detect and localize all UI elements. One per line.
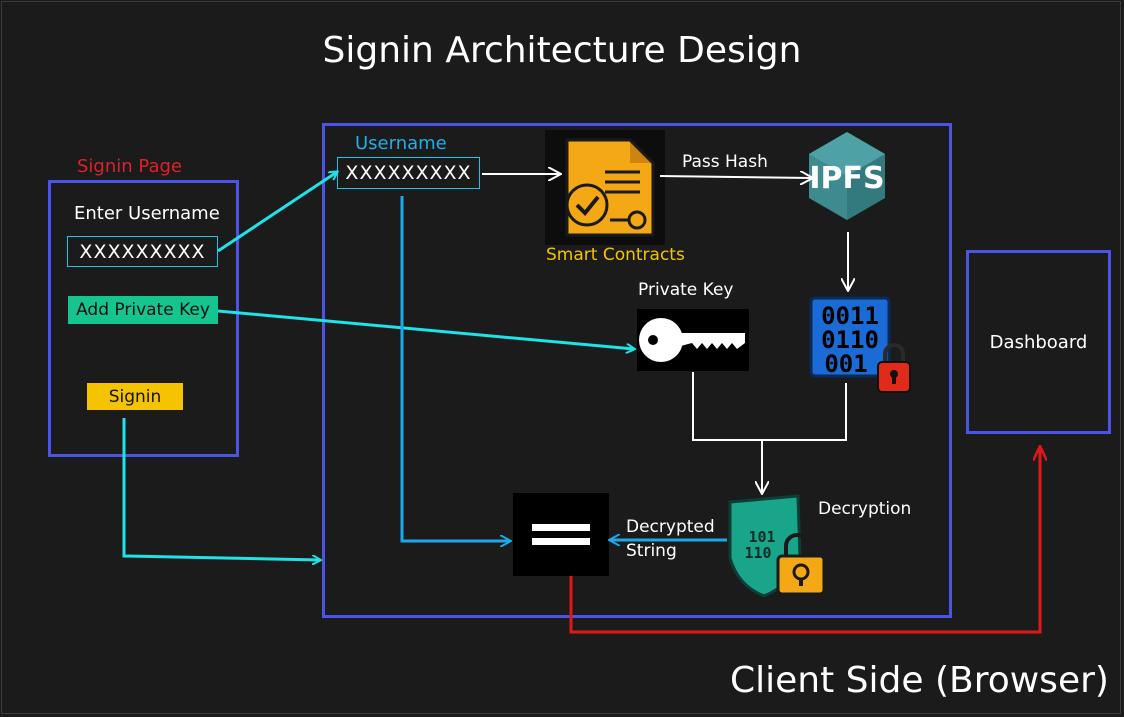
dashboard-box [966, 250, 1111, 434]
dashboard-label: Dashboard [989, 332, 1088, 353]
arrow-username-to-equals [400, 196, 510, 541]
ipfs-label: IPFS [809, 161, 884, 196]
enter-username-label: Enter Username [74, 203, 220, 224]
encrypted-bits-line-3: 001 [824, 350, 867, 378]
signin-button[interactable]: Signin [87, 383, 183, 410]
private-key-label: Private Key [638, 280, 734, 300]
decrypted-bits-line-1: 101 [748, 528, 775, 546]
equals-comparator [513, 493, 609, 576]
decrypted-label-line-2: String [626, 541, 677, 561]
client-side-footer: Client Side (Browser) [730, 660, 1109, 701]
username-caption: Username [355, 133, 447, 154]
smart-contract-document-icon [545, 130, 665, 245]
arrow-smart-contract-to-ipfs [659, 176, 812, 178]
diagram-title: Signin Architecture Design [322, 30, 802, 71]
key-icon [637, 309, 749, 371]
add-private-key-button[interactable]: Add Private Key [68, 296, 218, 324]
pass-hash-label: Pass Hash [682, 152, 768, 172]
smart-contracts-label: Smart Contracts [546, 245, 685, 265]
client-process-box [322, 123, 952, 618]
arrow-equals-to-dashboard [569, 447, 1040, 634]
signin-username-field[interactable]: XXXXXXXXX [67, 236, 218, 267]
decryption-label: Decryption [818, 499, 912, 519]
decrypted-label-line-1: Decrypted [626, 517, 715, 537]
equals-icon-bar [532, 538, 590, 545]
signin-page-caption: Signin Page [77, 156, 182, 177]
encrypted-bits-line-1: 0011 [821, 302, 879, 330]
decrypted-bits-line-2: 110 [744, 544, 771, 562]
equals-icon [532, 524, 590, 531]
connector-key-to-decryption [692, 372, 847, 441]
arrow-private-key-input-to-key [217, 309, 634, 349]
arrow-username-to-process [217, 172, 337, 253]
shield-unlock-icon: 101 110 [728, 494, 826, 598]
arrow-signin-to-process [122, 418, 320, 560]
ipfs-cube-icon: IPFS [809, 132, 885, 220]
signin-page-box [48, 180, 239, 457]
encrypted-binary-lock-icon: 0011 0110 001 [809, 296, 911, 393]
encrypted-bits-line-2: 0110 [821, 326, 879, 354]
